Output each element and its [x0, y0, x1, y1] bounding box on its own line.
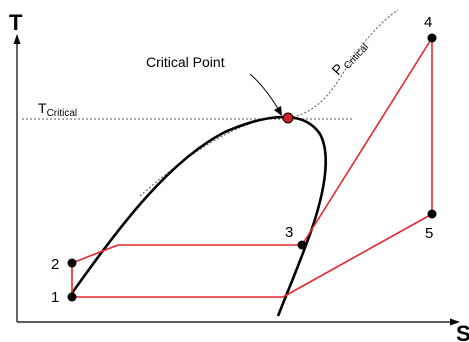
y-axis-label: T: [9, 10, 23, 35]
cycle-segment-3-4: [301, 37, 433, 246]
state-point-5: [427, 209, 437, 219]
state-point-2: [67, 258, 77, 268]
state-label-3: 3: [285, 224, 293, 241]
cycle-segment-5-exit: [282, 213, 433, 298]
state-point-3: [297, 240, 307, 250]
state-label-2: 2: [51, 256, 59, 273]
x-axis-label: S: [456, 321, 469, 342]
state-point-4: [427, 33, 437, 43]
state-label-5: 5: [425, 225, 433, 242]
cycle-segment-2-dome: [71, 244, 119, 264]
x-axis-arrow: [450, 318, 460, 326]
critical-point-label: Critical Point: [146, 54, 225, 70]
critical-point-arrow: [249, 73, 281, 113]
critical-point-marker: [282, 112, 294, 124]
state-point-1: [67, 292, 77, 302]
t-critical-label: TCritical: [38, 100, 77, 119]
cycle-path: [71, 37, 433, 298]
state-label-4: 4: [424, 14, 432, 31]
state-label-1: 1: [51, 289, 59, 306]
critical-point-arrowhead: [274, 106, 282, 116]
svg-text:PCritical: PCritical: [328, 36, 370, 80]
p-critical-curve: [139, 9, 399, 197]
y-axis-arrow: [13, 34, 21, 44]
saturation-dome: [68, 115, 327, 317]
p-critical-label: PCritical: [328, 36, 370, 80]
